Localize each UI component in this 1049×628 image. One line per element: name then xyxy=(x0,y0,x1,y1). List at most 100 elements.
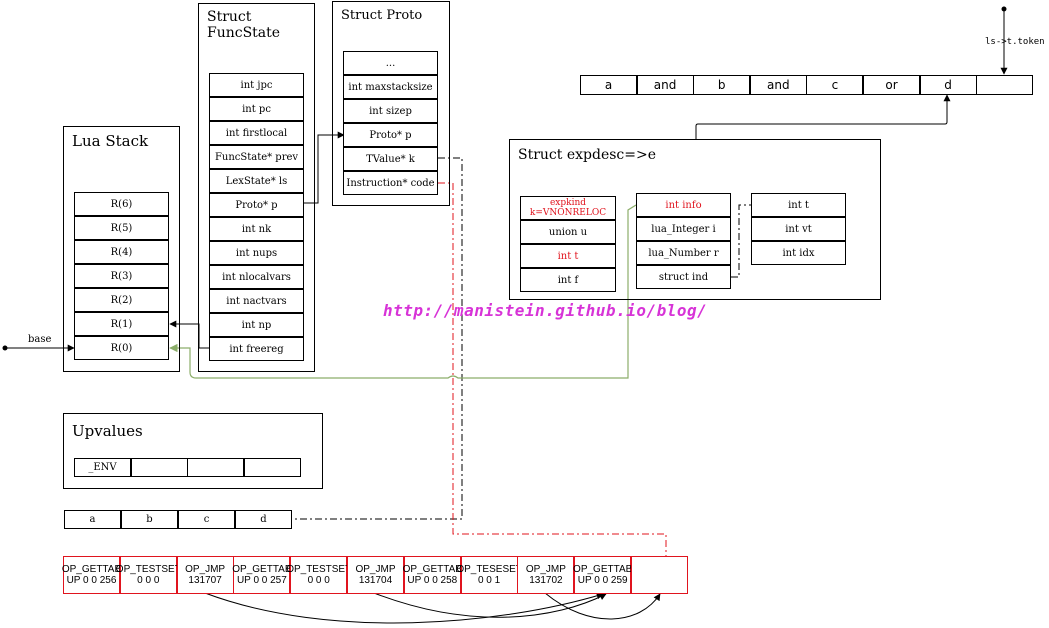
token-cell: c xyxy=(806,75,864,95)
funcstate-field: int firstlocal xyxy=(209,121,304,145)
proto-field: ... xyxy=(343,51,438,75)
funcstate-title: Struct FuncState xyxy=(207,9,281,41)
expdesc-field: union u xyxy=(520,220,616,244)
jump-arc-3 xyxy=(544,592,661,620)
stack-register-cell: R(5) xyxy=(74,216,169,240)
stack-register-cell: R(3) xyxy=(74,264,169,288)
funcstate-field: Proto* p xyxy=(209,193,304,217)
constants-pointer-line xyxy=(292,157,463,520)
funcstate-field: int nactvars xyxy=(209,289,304,313)
token-cell: and xyxy=(636,75,694,95)
instruction-opcode: OP_GETTAB xyxy=(573,564,633,575)
funcstate-field: int pc xyxy=(209,97,304,121)
funcstate-field: LexState* ls xyxy=(209,169,304,193)
funcstate-field: int np xyxy=(209,313,304,337)
instruction-opcode: OP_TESTSET xyxy=(286,564,352,575)
upvalue-cell xyxy=(243,458,301,477)
proto-panel: Struct Proto xyxy=(332,1,450,206)
instruction-args: UP 0 0 258 xyxy=(407,575,458,586)
instruction-cell xyxy=(631,556,688,594)
token-cell: and xyxy=(749,75,807,95)
instruction-args: UP 0 0 259 xyxy=(577,575,628,586)
expdesc-field-line: k=VNONRELOC xyxy=(529,208,607,218)
token-cell xyxy=(976,75,1034,95)
expdesc-panel: Struct expdesc=>e xyxy=(509,139,881,300)
constant-cell: c xyxy=(178,510,235,529)
constant-cell: b xyxy=(121,510,178,529)
token-pointer-label: ls->t.token xyxy=(985,37,1045,47)
stack-register-cell: R(0) xyxy=(74,336,169,360)
proto-field: Instruction* code xyxy=(343,171,438,195)
instruction-opcode: OP_JMP xyxy=(355,564,396,575)
instruction-opcode: OP_TESTSET xyxy=(115,564,181,575)
upvalue-cell xyxy=(187,458,244,477)
funcstate-field: FuncState* prev xyxy=(209,145,304,169)
token-cell: d xyxy=(919,75,977,95)
stack-register-cell: R(2) xyxy=(74,288,169,312)
upvalue-cell: _ENV xyxy=(74,458,131,477)
union-field: int info xyxy=(636,193,731,217)
stack-register-cell: R(6) xyxy=(74,192,169,216)
lua-stack-title: Lua Stack xyxy=(72,132,149,150)
funcstate-field: int nk xyxy=(209,217,304,241)
ind-field: int t xyxy=(751,193,846,217)
instruction-args: 0 0 0 xyxy=(307,575,330,586)
stack-register-cell: R(4) xyxy=(74,240,169,264)
funcstate-field: int nlocalvars xyxy=(209,265,304,289)
instruction-args: UP 0 0 256 xyxy=(66,575,117,586)
funcstate-panel: Struct FuncState xyxy=(198,3,315,372)
expdesc-title: Struct expdesc=>e xyxy=(518,147,657,163)
freereg-to-stack-arrow xyxy=(169,320,210,349)
token-cell: b xyxy=(693,75,751,95)
watermark-text: http://manistein.github.io/blog/ xyxy=(383,301,708,320)
funcstate-field: int freereg xyxy=(209,337,304,361)
expdesc-to-token-arrow xyxy=(695,94,951,139)
instruction-args: 131702 xyxy=(529,575,563,586)
union-field: lua_Number r xyxy=(636,241,731,265)
ind-pointer-line xyxy=(731,204,752,278)
lua-stack-panel: Lua Stack xyxy=(63,126,180,372)
proto-field: int sizep xyxy=(343,99,438,123)
base-pointer-arrow xyxy=(2,344,75,352)
proto-pointer-arrow xyxy=(304,131,345,204)
expdesc-field: int t xyxy=(520,244,616,268)
token-pointer-arrow xyxy=(1000,6,1008,75)
union-field: struct ind xyxy=(636,265,731,289)
instruction-args: 131704 xyxy=(358,575,393,586)
instruction-opcode: OP_GETTAB xyxy=(232,564,292,575)
proto-field: int maxstacksize xyxy=(343,75,438,99)
proto-field: TValue* k xyxy=(343,147,438,171)
instruction-opcode: OP_GETTAB xyxy=(61,564,122,575)
instruction-args: 0 0 1 xyxy=(477,575,501,586)
upvalues-title: Upvalues xyxy=(72,422,143,440)
instruction-opcode: OP_JMP xyxy=(185,564,226,575)
instruction-args: 131707 xyxy=(188,575,222,586)
union-field: lua_Integer i xyxy=(636,217,731,241)
expdesc-field-line: expkind xyxy=(549,198,587,208)
jump-arc-1 xyxy=(204,592,604,624)
ind-field: int idx xyxy=(751,241,846,265)
proto-field: Proto* p xyxy=(343,123,438,147)
constant-cell: a xyxy=(64,510,121,529)
token-cell: a xyxy=(580,75,637,95)
funcstate-field: int nups xyxy=(209,241,304,265)
instruction-opcode: OP_JMP xyxy=(525,564,566,575)
instruction-args: 0 0 0 xyxy=(137,575,160,586)
jump-arc-2 xyxy=(373,592,607,618)
upvalues-panel: Upvalues xyxy=(63,413,323,489)
ind-field: int vt xyxy=(751,217,846,241)
instruction-args: UP 0 0 257 xyxy=(236,575,287,586)
